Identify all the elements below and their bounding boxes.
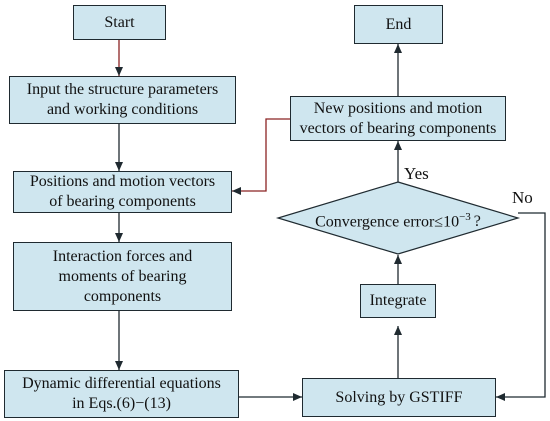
positions-node: Positions and motion vectors of bearing …: [13, 171, 232, 213]
equations-label-line2: in Eqs.(6)−(13): [72, 395, 171, 412]
input-node: Input the structure parameters and worki…: [9, 76, 236, 124]
new-positions-label-line2: vectors of bearing components: [299, 119, 497, 137]
input-label-line2: and working conditions: [46, 101, 199, 118]
positions-label-line2: of bearing components: [49, 193, 196, 210]
start-label: Start: [104, 13, 135, 31]
solving-node: Solving by GSTIFF: [302, 378, 496, 417]
equations-node: Dynamic differential equations in Eqs.(6…: [4, 370, 239, 418]
new-positions-label-line1: New positions and motion: [313, 99, 483, 117]
forces-node: Interaction forces and moments of bearin…: [13, 242, 232, 311]
input-label-line1: Input the structure parameters: [26, 81, 219, 98]
end-node: End: [354, 5, 443, 44]
forces-label-line1: Interaction forces and: [52, 247, 193, 265]
integrate-label: Integrate: [369, 292, 427, 309]
equations-label-line1: Dynamic differential equations: [22, 375, 221, 392]
integrate-node: Integrate: [360, 284, 436, 318]
forces-label-line3: components: [83, 287, 162, 305]
yes-label: Yes: [404, 164, 429, 183]
convergence-text: Convergence error≤10: [315, 213, 460, 231]
end-label: End: [385, 15, 412, 33]
convergence-exponent: −3: [459, 211, 471, 223]
no-label: No: [512, 188, 533, 207]
convergence-suffix: ?: [473, 213, 481, 231]
convergence-diamond: [275, 181, 521, 255]
solving-label: Solving by GSTIFF: [335, 388, 463, 406]
start-node: Start: [73, 5, 166, 40]
positions-label-line1: Positions and motion vectors: [29, 173, 216, 190]
forces-label-line2: moments of bearing: [58, 267, 187, 285]
edge-new-to-positions: [232, 118, 290, 195]
edge-convergence-no-to-solving: [496, 212, 546, 401]
convergence-label: Convergence error≤10−3?: [278, 206, 518, 233]
new-positions-node: New positions and motion vectors of bear…: [290, 96, 506, 141]
